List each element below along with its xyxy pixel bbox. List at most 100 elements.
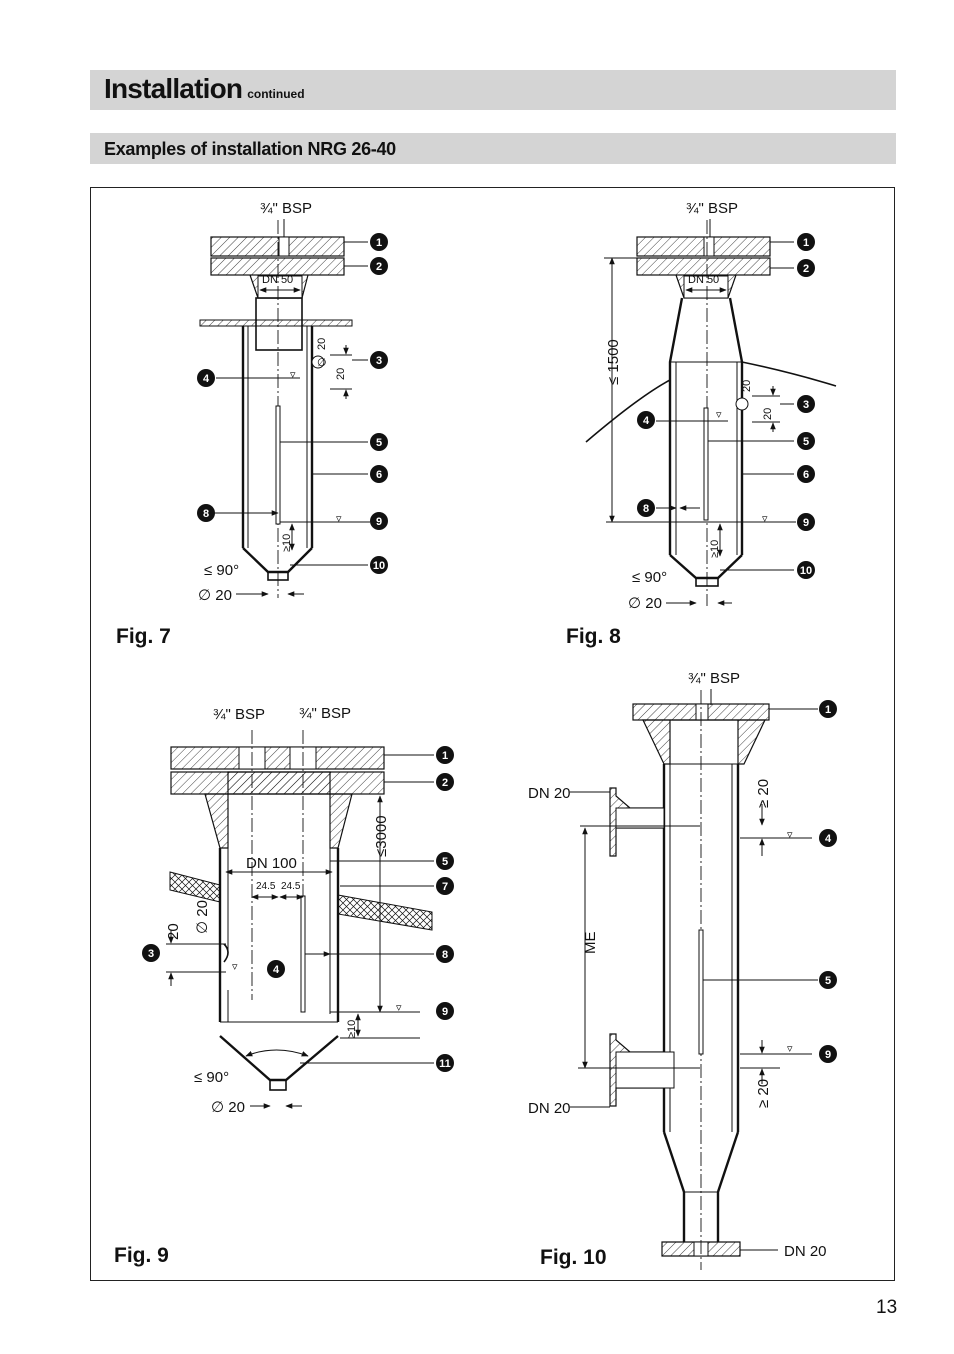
svg-text:3: 3 (803, 399, 809, 411)
fig8-badge-3: 3 (797, 395, 815, 413)
page-title-text: Installation (104, 73, 243, 104)
fig7-ge10-label: ≥10 (281, 534, 293, 552)
fig8-angle-label: ≤ 90° (632, 569, 667, 586)
fig10-ge20a-label: ≥ 20 (755, 779, 772, 808)
fig10-label: Fig. 10 (540, 1246, 607, 1269)
fig8-e20-label: 20 (762, 408, 774, 420)
fig7-dn-label: DN 50 (262, 274, 293, 286)
fig7-e20-label: 20 (335, 368, 347, 380)
fig9-bsp2-label: ¾" BSP (299, 705, 351, 722)
svg-text:10: 10 (800, 565, 812, 577)
svg-text:2: 2 (803, 263, 809, 275)
fig7-badge-1: 1 (370, 233, 388, 251)
fig9-label: Fig. 9 (114, 1244, 169, 1267)
fig8-flange-2 (636, 257, 771, 276)
fig10-dn-top-label: DN 20 (528, 785, 571, 802)
svg-text:8: 8 (442, 949, 448, 961)
figure-7: ¾" BSP DN 50 ∅ 20 20 ▿ ▿ (116, 200, 388, 648)
fig9-badge-1: 1 (436, 746, 454, 764)
fig10-dn-mid-label: DN 20 (528, 1100, 571, 1117)
fig7-label: Fig. 7 (116, 625, 171, 648)
fig9-bsp1-label: ¾" BSP (213, 706, 265, 723)
fig9-level-9: ▿ (396, 1002, 402, 1014)
fig7-badge-4: 4 (197, 369, 215, 387)
section-bar (90, 133, 896, 164)
fig9-badge-3: 3 (142, 944, 160, 962)
section-title: Examples of installation NRG 26-40 (104, 139, 396, 159)
svg-text:6: 6 (803, 469, 809, 481)
fig9-badge-2: 2 (436, 773, 454, 791)
fig9-badge-5: 5 (436, 852, 454, 870)
svg-text:6: 6 (376, 469, 382, 481)
fig7-badge-9: 9 (370, 512, 388, 530)
fig7-flange-1 (210, 236, 345, 257)
page-number: 13 (876, 1297, 898, 1318)
fig8-badge-1: 1 (797, 233, 815, 251)
svg-text:7: 7 (442, 881, 448, 893)
svg-text:5: 5 (803, 436, 809, 448)
fig9-badge-4: 4 (267, 960, 285, 978)
fig9-badge-8: 8 (436, 945, 454, 963)
fig9-angle-label: ≤ 90° (194, 1069, 229, 1086)
fig10-dn-bot-label: DN 20 (784, 1243, 827, 1260)
fig10-me-label: ME (582, 932, 599, 955)
fig8-level-9: ▿ (762, 513, 768, 525)
fig7-badge-5: 5 (370, 433, 388, 451)
fig8-label: Fig. 8 (566, 625, 621, 648)
fig8-ge10-label: ≥10 (709, 540, 721, 558)
svg-text:4: 4 (825, 833, 832, 845)
fig7-level-4: ▿ (290, 369, 296, 381)
svg-text:8: 8 (203, 508, 209, 520)
svg-text:1: 1 (442, 750, 448, 762)
fig7-badge-6: 6 (370, 465, 388, 483)
svg-text:4: 4 (643, 415, 650, 427)
svg-text:2: 2 (442, 777, 448, 789)
fig8-dn-label: DN 50 (688, 274, 719, 286)
fig8-badge-9: 9 (797, 513, 815, 531)
fig9-badge-7: 7 (436, 877, 454, 895)
svg-text:1: 1 (825, 704, 831, 716)
svg-text:9: 9 (442, 1006, 448, 1018)
svg-text:2: 2 (376, 261, 382, 273)
svg-text:8: 8 (643, 503, 649, 515)
fig8-badge-6: 6 (797, 465, 815, 483)
fig10-badge-9: 9 (819, 1045, 837, 1063)
fig9-dn-label: DN 100 (246, 855, 297, 872)
fig8-badge-5: 5 (797, 432, 815, 450)
fig9-badge-11: 11 (436, 1054, 454, 1072)
fig10-badge-5: 5 (819, 971, 837, 989)
fig9-d20-label: ∅ 20 (194, 900, 211, 934)
fig7-badge-10: 10 (370, 556, 388, 574)
figure-9: ¾" BSP ¾" BSP DN 100 24.5 24.5 ≤3000 ∅ 2… (114, 705, 454, 1267)
fig8-dia-label: ∅ 20 (628, 595, 662, 612)
svg-text:1: 1 (803, 237, 809, 249)
svg-text:5: 5 (442, 856, 448, 868)
fig9-ge10-label: ≥10 (346, 1020, 358, 1038)
fig8-level-4: ▿ (716, 409, 722, 421)
fig7-level-9: ▿ (336, 513, 342, 525)
svg-text:4: 4 (273, 964, 280, 976)
fig8-d20-label: 20 (741, 380, 753, 392)
fig8-badge-4: 4 (637, 411, 655, 429)
fig9-badge-9: 9 (436, 1002, 454, 1020)
fig7-badge-2: 2 (370, 257, 388, 275)
fig7-angle-label: ≤ 90° (204, 562, 239, 579)
fig7-dia-label: ∅ 20 (198, 587, 232, 604)
fig7-badge-3: 3 (370, 351, 388, 369)
page-title-suffix: continued (247, 87, 305, 101)
svg-text:9: 9 (376, 516, 382, 528)
fig7-bsp-label: ¾" BSP (260, 200, 312, 217)
svg-text:5: 5 (825, 975, 831, 987)
fig8-badge-10: 10 (797, 561, 815, 579)
page-title: Installation continued (104, 73, 305, 105)
svg-text:9: 9 (825, 1049, 831, 1061)
fig7-dia-symbol: ∅ (317, 357, 327, 369)
figure-8: ¾" BSP DN 50 20 20 ≤ 1500 ▿ ▿ (566, 200, 837, 648)
fig10-badge-1: 1 (819, 700, 837, 718)
fig8-len-label: ≤ 1500 (605, 339, 622, 385)
fig10-bsp-label: ¾" BSP (688, 670, 740, 687)
fig9-e20-label: 20 (165, 923, 182, 940)
header-bar (90, 70, 896, 110)
fig9-level-4: ▿ (232, 961, 238, 973)
